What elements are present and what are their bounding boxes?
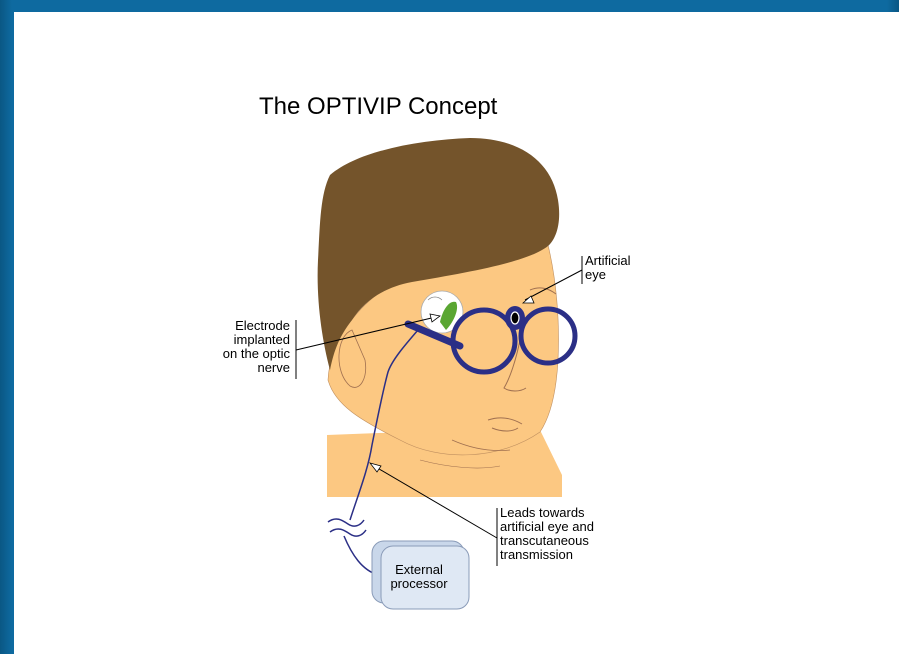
- glasses-left-lens: [450, 307, 518, 375]
- wire-break-symbol: [327, 518, 367, 537]
- ear-shape: [338, 329, 367, 388]
- lead-wire: [349, 329, 419, 521]
- mouth-line: [487, 417, 523, 432]
- electrode-detail: [427, 296, 443, 301]
- glasses-right-lens: [518, 306, 578, 366]
- label-external-processor: External processor: [390, 562, 448, 591]
- label-electrode: Electrode implanted on the optic nerve: [222, 318, 290, 375]
- callout-line-electrode: [295, 315, 441, 351]
- diagram-title: The OPTIVIP Concept: [259, 93, 498, 120]
- callout-line-eye: [524, 269, 583, 301]
- jaw-line: [451, 439, 511, 451]
- electrode-implant: [440, 301, 458, 330]
- artificial-eye-lens: [510, 311, 520, 325]
- hair-shape: [317, 138, 560, 370]
- callout-arrow-eye: [521, 295, 535, 304]
- callout-arrow-electrode: [429, 313, 441, 323]
- neck-line: [419, 459, 501, 469]
- nose-line: [503, 339, 527, 392]
- callout-arrow-leads: [368, 462, 382, 473]
- eyebrow-right: [529, 287, 557, 295]
- processor-front: [380, 545, 470, 610]
- electrode-ball: [420, 290, 464, 334]
- label-artificial-eye: Artificial eye: [585, 253, 631, 282]
- label-leads: Leads towards artificial eye and transcu…: [500, 505, 594, 562]
- callout-line-leads: [373, 465, 498, 539]
